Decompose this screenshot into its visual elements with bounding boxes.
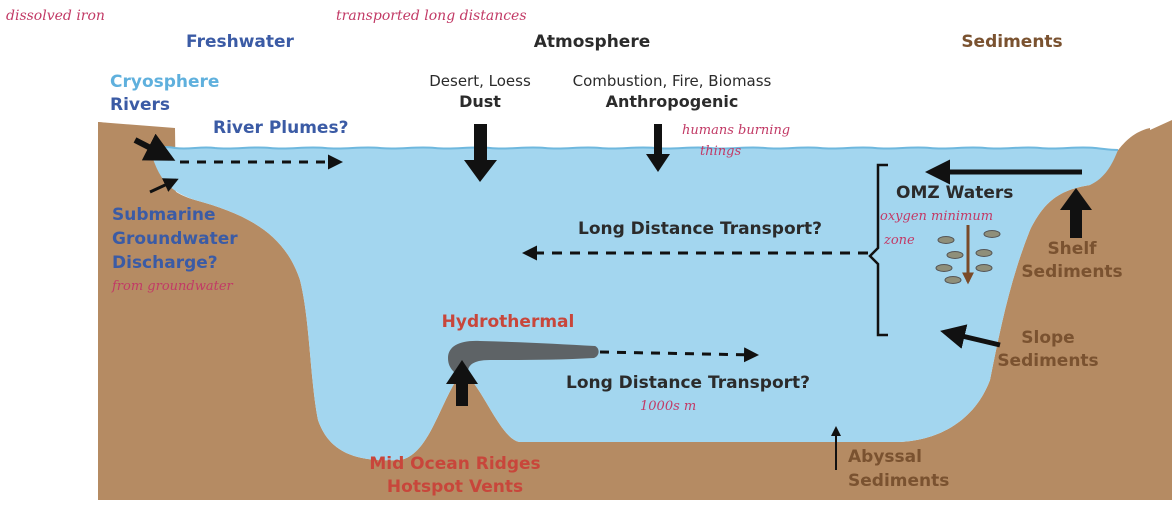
handnote-omz-2: zone [883,233,915,248]
handnote-humans-2: things [700,144,741,159]
dust-label: Dust [459,92,501,111]
dust-arrow [464,124,497,182]
mid-ocean-label-line2: Hotspot Vents [387,477,523,497]
hydrothermal-up-arrow [446,360,478,406]
slope-arrow [940,324,1001,349]
submarine-label-line2: Groundwater [112,229,238,249]
river-input-arrow [133,133,176,161]
omz-particles [935,230,1001,284]
anthropogenic-arrow [646,124,670,172]
shelf-arrow [1060,188,1092,238]
handnote-transported: transported long distances [336,8,527,24]
freshwater-header: Freshwater [186,32,294,52]
anthropogenic-label: Anthropogenic [606,92,739,111]
handnote-depth: 1000s m [640,399,696,414]
sediments-header: Sediments [961,32,1062,52]
handnote-groundwater: from groundwater [111,279,234,294]
shelf-label-line1: Shelf [1047,239,1097,259]
shelf-label-line2: Sediments [1021,262,1122,282]
atmosphere-header: Atmosphere [534,32,651,52]
long-distance-upper-label: Long Distance Transport? [578,219,822,239]
wave-surface [149,146,1119,151]
groundwater-input-arrow [149,178,179,194]
hydrothermal-plume [448,340,599,372]
submarine-label-line3: Discharge? [112,253,218,273]
river-plumes-label: River Plumes? [213,118,348,138]
ocean-water [150,147,1118,461]
hydrothermal-label: Hydrothermal [442,312,575,332]
abyssal-label-line2: Sediments [848,471,949,491]
handnote-humans-1: humans burning [682,123,790,138]
submarine-label-line1: Submarine [112,205,216,225]
slope-label-line1: Slope [1021,328,1074,348]
combustion-label: Combustion, Fire, Biomass [573,72,772,90]
cryosphere-label: Cryosphere [110,72,219,92]
rivers-label: Rivers [110,95,170,115]
land-mass [98,122,1150,500]
handnote-dissolved-iron: dissolved iron [6,8,105,24]
abyssal-label-line1: Abyssal [848,447,922,467]
handnote-omz-1: oxygen minimum [880,209,993,224]
desert-loess-label: Desert, Loess [429,72,531,90]
omz-waters-label: OMZ Waters [896,183,1013,203]
omz-bracket [868,163,888,337]
slope-label-line2: Sediments [997,351,1098,371]
long-distance-lower-label: Long Distance Transport? [566,373,810,393]
mid-ocean-label-line1: Mid Ocean Ridges [369,454,540,474]
